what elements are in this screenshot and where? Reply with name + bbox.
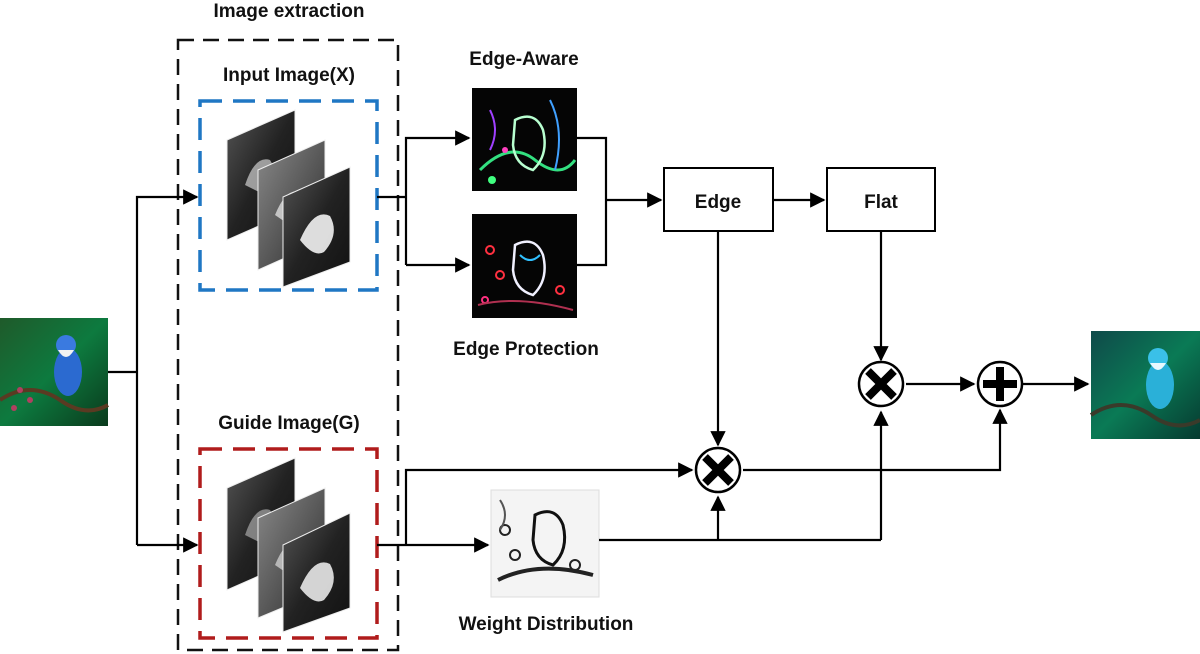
guide-image-title: Guide Image(G): [218, 413, 359, 434]
edge-protection-image: [472, 214, 577, 318]
edge-aware-image: [472, 88, 577, 191]
add-operator: [976, 360, 1024, 408]
input-image-frame: [198, 99, 379, 292]
connection-lines: [108, 130, 1090, 553]
source-photo: [0, 318, 109, 426]
edge-box-label: Edge: [695, 192, 741, 213]
weight-distribution-image: [490, 489, 600, 598]
image-extraction-frame: [176, 38, 400, 652]
guide-image-frame: [198, 447, 379, 640]
flat-box-label: Flat: [864, 192, 898, 213]
output-photo: [1089, 331, 1200, 439]
image-extraction-title: Image extraction: [214, 1, 365, 22]
input-image-stack: [226, 109, 351, 288]
edge-protection-title: Edge Protection: [453, 339, 599, 360]
multiply-operator-lower: [694, 446, 742, 494]
guide-image-stack: [226, 457, 351, 633]
weight-distribution-title: Weight Distribution: [459, 614, 634, 635]
edge-aware-title: Edge-Aware: [469, 49, 578, 70]
multiply-operator-upper: [857, 360, 905, 408]
flat-box: [826, 167, 936, 232]
input-image-title: Input Image(X): [223, 65, 355, 86]
